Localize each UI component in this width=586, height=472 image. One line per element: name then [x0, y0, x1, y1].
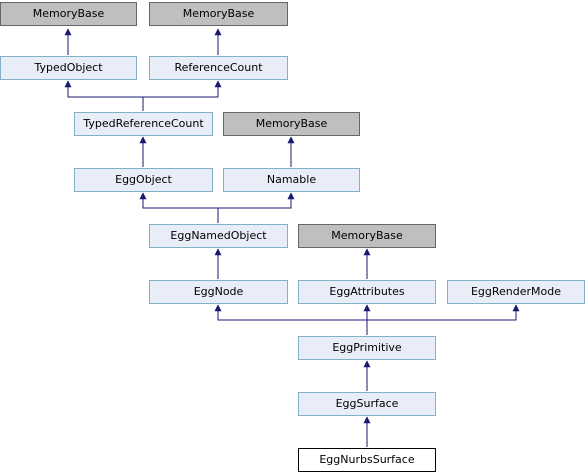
node-eggnode[interactable]: EggNode [149, 280, 288, 304]
edge-typedreferencecount-referencecount [143, 80, 222, 98]
node-referencecount[interactable]: ReferenceCount [149, 56, 288, 80]
node-memorybase[interactable]: MemoryBase [223, 112, 360, 136]
node-eggrendermode[interactable]: EggRenderMode [447, 280, 585, 304]
edge-eggnamedobject-namable [218, 192, 295, 209]
node-eggnamedobject[interactable]: EggNamedObject [149, 224, 288, 248]
node-typedobject[interactable]: TypedObject [0, 56, 137, 80]
node-memorybase[interactable]: MemoryBase [298, 224, 436, 248]
node-eggattributes[interactable]: EggAttributes [298, 280, 436, 304]
edge-eggprimitive-eggnode [214, 304, 368, 335]
node-eggnurbssurface: EggNurbsSurface [298, 448, 436, 472]
edge-eggnamedobject-eggobject [139, 192, 219, 223]
node-typedreferencecount[interactable]: TypedReferenceCount [74, 112, 213, 136]
node-eggprimitive[interactable]: EggPrimitive [298, 336, 436, 360]
edge-typedreferencecount-typedobject [64, 80, 144, 111]
edge-eggprimitive-eggrendermode [367, 304, 520, 321]
node-namable[interactable]: Namable [223, 168, 360, 192]
node-eggsurface[interactable]: EggSurface [298, 392, 436, 416]
node-memorybase[interactable]: MemoryBase [149, 2, 288, 26]
node-memorybase[interactable]: MemoryBase [0, 2, 137, 26]
node-eggobject[interactable]: EggObject [74, 168, 213, 192]
